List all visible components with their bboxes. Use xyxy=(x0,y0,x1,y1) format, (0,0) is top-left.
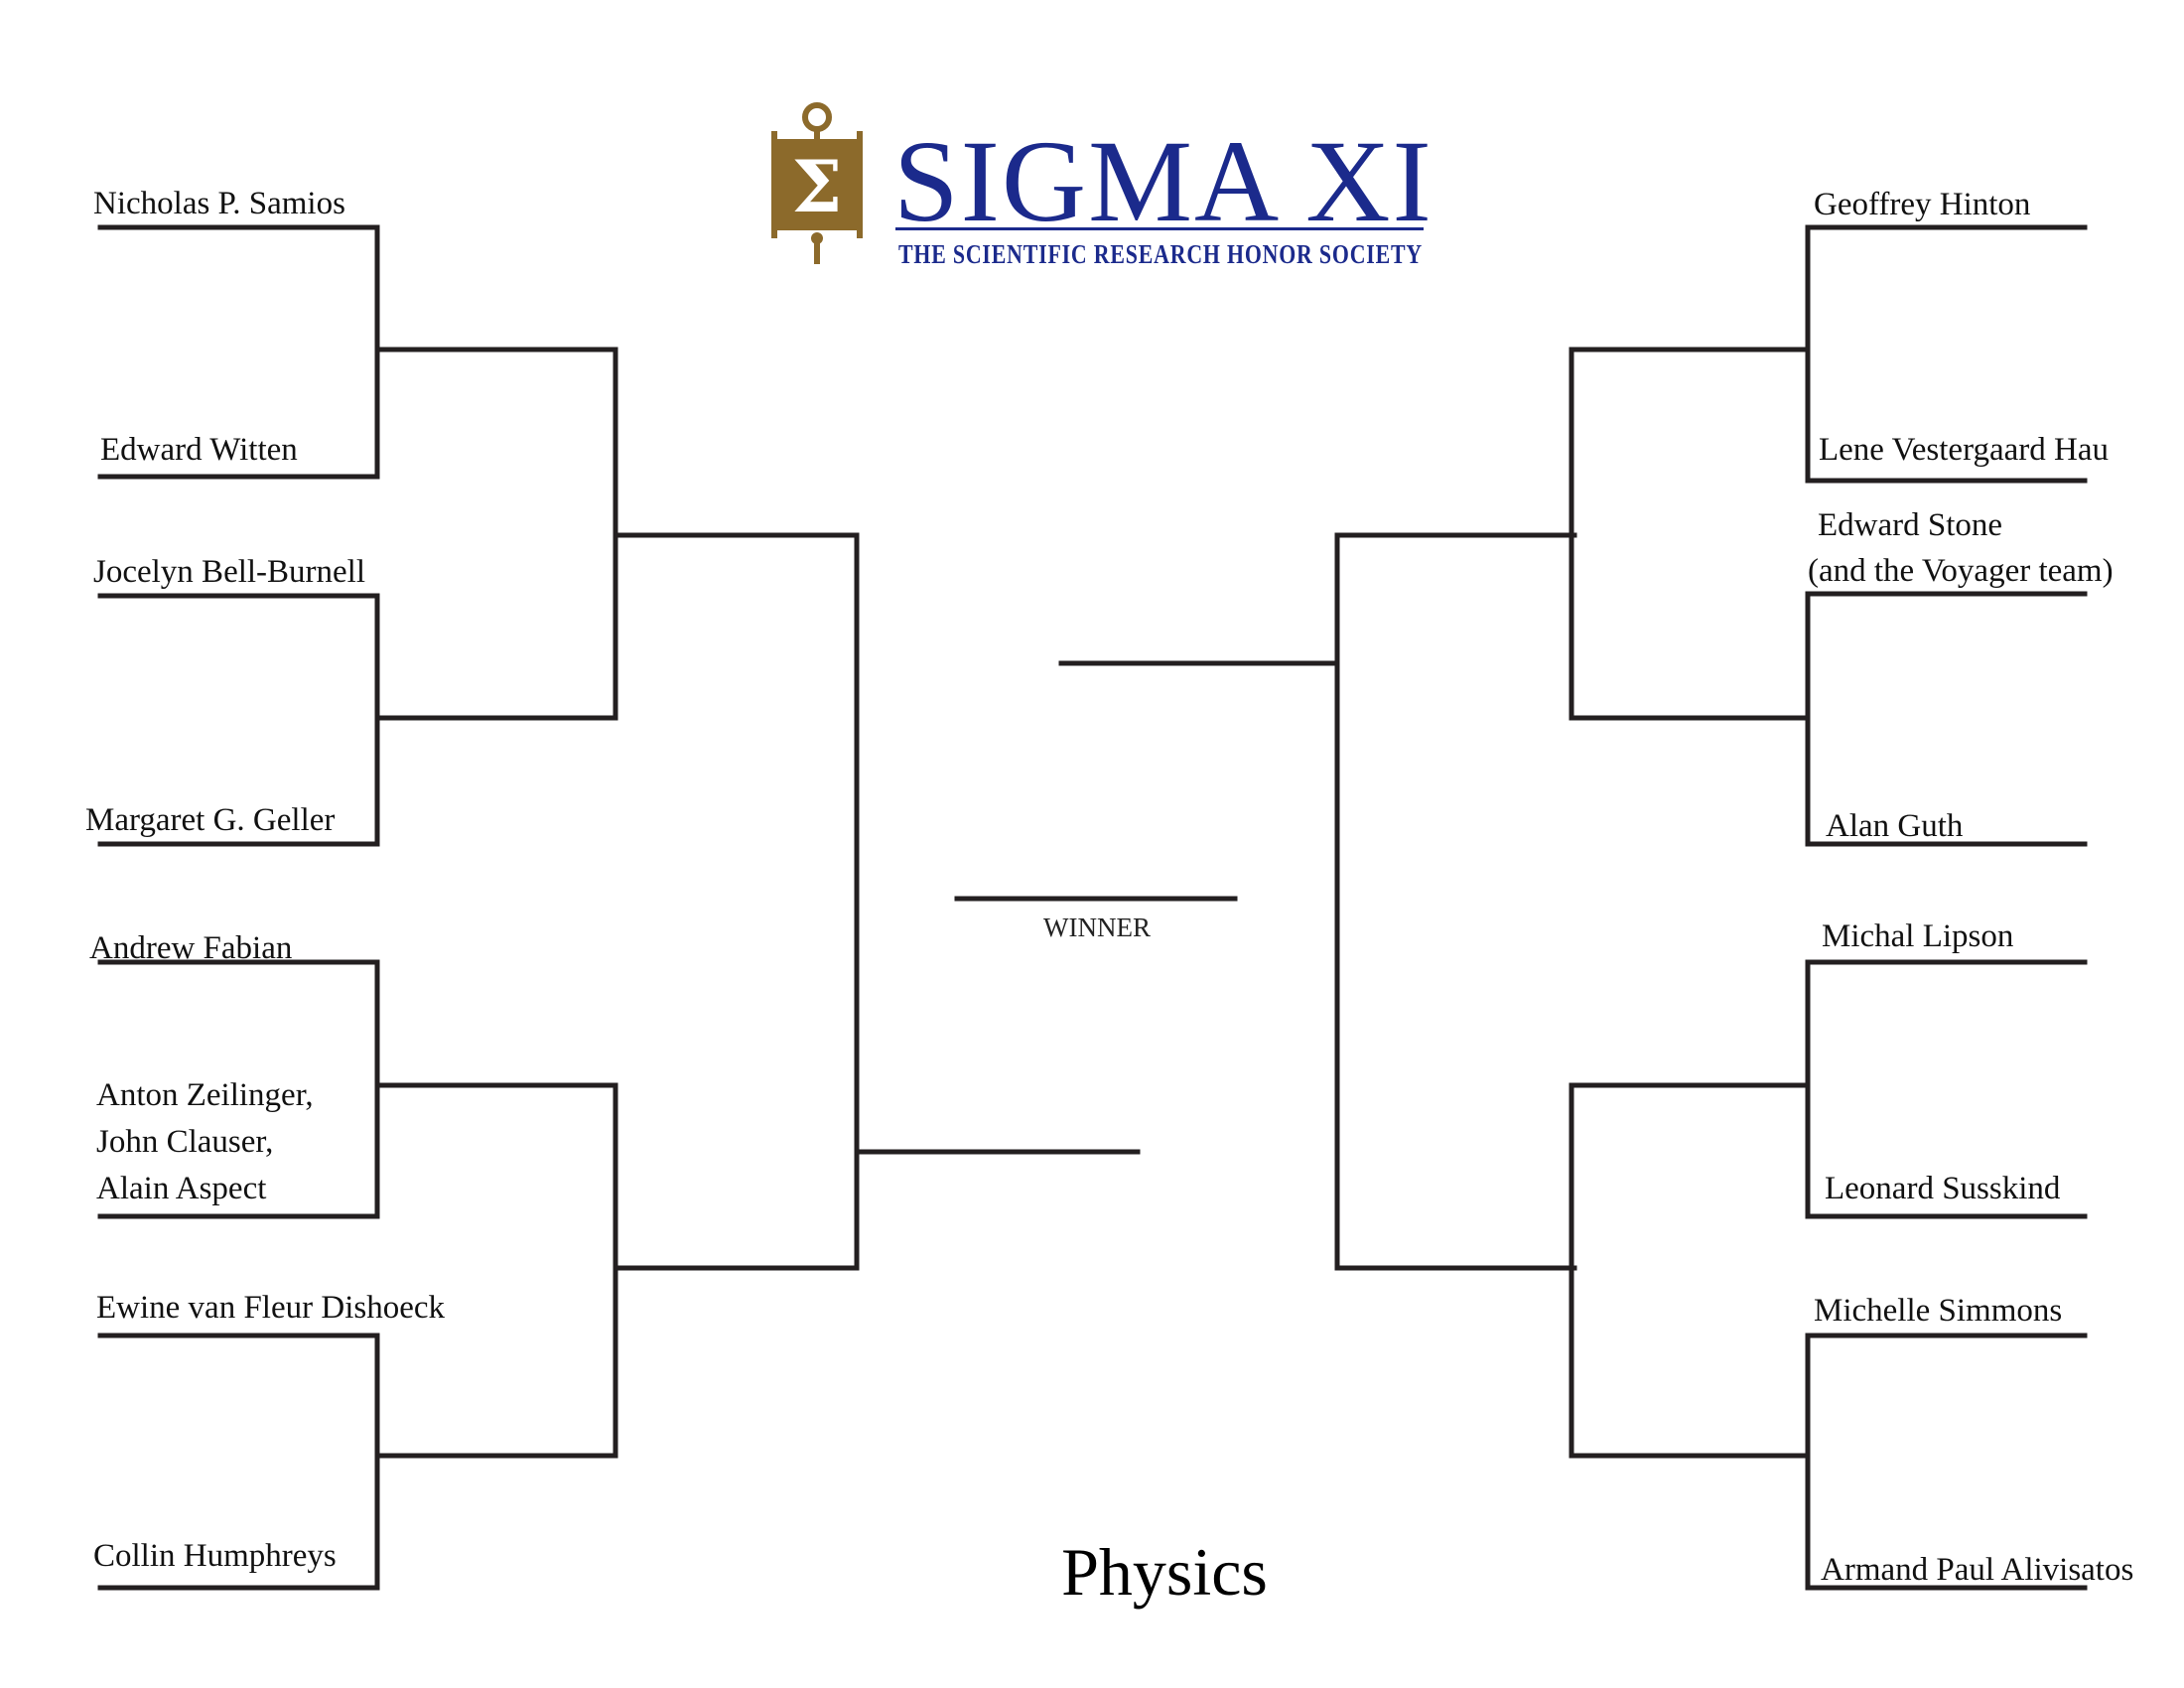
left-entrants: Nicholas P. Samios Edward Witten Jocelyn… xyxy=(85,186,445,1574)
entrant-name: Michal Lipson xyxy=(1822,918,2013,954)
winner-label: WINNER xyxy=(1043,913,1151,942)
logo-subtitle: THE SCIENTIFIC RESEARCH HONOR SOCIETY xyxy=(898,239,1423,269)
entrant-name: Leonard Susskind xyxy=(1825,1171,2061,1206)
sigma-xi-logo: Σ SIGMA XI THE SCIENTIFIC RESEARCH HONOR… xyxy=(771,102,1433,269)
entrant-name: Margaret G. Geller xyxy=(85,802,335,838)
entrant-name: Jocelyn Bell-Burnell xyxy=(93,554,365,590)
entrant-name: Nicholas P. Samios xyxy=(93,186,345,221)
right-entrants: Geoffrey Hinton Lene Vestergaard Hau Edw… xyxy=(1808,187,2133,1588)
logo-title: SIGMA XI xyxy=(893,116,1433,246)
entrant-name: Andrew Fabian xyxy=(89,930,292,966)
category-title: Physics xyxy=(1061,1534,1268,1610)
entrant-name: Lene Vestergaard Hau xyxy=(1819,432,2109,468)
entrant-name: Edward Witten xyxy=(100,432,298,468)
entrant-name: Michelle Simmons xyxy=(1814,1293,2062,1329)
svg-text:Σ: Σ xyxy=(792,144,843,228)
entrant-name-line: Anton Zeilinger, xyxy=(96,1077,314,1113)
entrant-name-line: (and the Voyager team) xyxy=(1808,553,2114,589)
left-bracket xyxy=(97,224,1141,1591)
entrant-name: Ewine van Fleur Dishoeck xyxy=(96,1290,445,1326)
entrant-name: Alan Guth xyxy=(1826,808,1964,844)
entrant-name-line: Edward Stone xyxy=(1818,507,2002,543)
entrant-name: Armand Paul Alivisatos xyxy=(1821,1552,2133,1588)
logo-underline xyxy=(895,227,1424,230)
entrant-name-line: John Clauser, xyxy=(96,1124,273,1160)
sigma-key-icon: Σ xyxy=(771,102,863,264)
entrant-name: Collin Humphreys xyxy=(93,1538,337,1574)
entrant-name-line: Alain Aspect xyxy=(96,1171,266,1206)
entrant-name: Geoffrey Hinton xyxy=(1814,187,2030,222)
right-bracket xyxy=(1058,224,2088,1591)
